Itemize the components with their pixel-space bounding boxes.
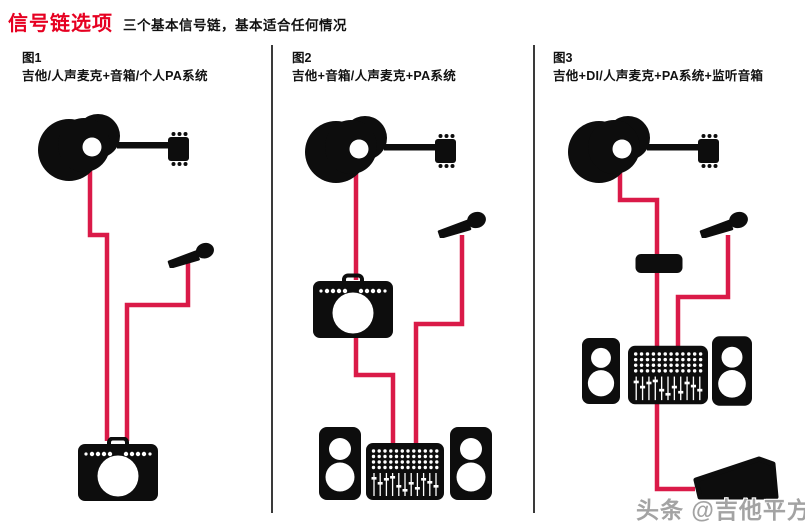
combo-amp-icon xyxy=(78,437,158,501)
panel-1-caption: 吉他/人声麦克+音箱/个人PA系统 xyxy=(22,69,208,83)
panel-2-caption: 吉他+音箱/人声麦克+PA系统 xyxy=(292,69,457,83)
page-header: 信号链选项三个基本信号链，基本适合任何情况 xyxy=(8,7,347,36)
di-box-icon xyxy=(635,254,683,273)
panel-3-label: 图3 xyxy=(553,51,573,65)
cable-mic-to-amp xyxy=(124,263,191,441)
panel-figure-2: 图2 吉他+音箱/人声麦克+PA系统 xyxy=(272,45,533,531)
panel-2-label: 图2 xyxy=(292,51,312,65)
signal-chain-diagram-1 xyxy=(38,114,215,501)
panel-figure-1: 图1 吉他/人声麦克+音箱/个人PA系统 xyxy=(0,45,271,531)
panel-3-caption: 吉他+DI/人声麦克+PA系统+监听音箱 xyxy=(553,69,764,83)
mixer-icon xyxy=(366,443,444,500)
cable-mixer-to-monitor xyxy=(654,403,695,492)
panel-2-head: 图2 吉他+音箱/人声麦克+PA系统 xyxy=(292,50,456,85)
cable-amp-to-mixer xyxy=(353,335,396,447)
acoustic-guitar-icon xyxy=(305,116,456,183)
panel-divider-2 xyxy=(533,45,535,513)
acoustic-guitar-icon xyxy=(568,116,719,183)
cable-guitar-to-amp xyxy=(87,170,110,441)
pa-speaker-left-icon xyxy=(582,337,620,405)
pa-speaker-right-icon xyxy=(450,427,492,500)
vocal-mic-icon xyxy=(437,210,487,238)
panel-1-label: 图1 xyxy=(22,51,42,65)
acoustic-guitar-icon xyxy=(38,114,189,181)
page-subtitle: 三个基本信号链，基本适合任何情况 xyxy=(123,18,347,33)
panel-1-head: 图1 吉他/人声麦克+音箱/个人PA系统 xyxy=(22,50,208,85)
combo-amp-icon xyxy=(313,276,393,339)
vocal-mic-icon xyxy=(699,210,749,238)
signal-chain-diagram-2 xyxy=(305,116,492,500)
page-title: 信号链选项 xyxy=(8,13,113,35)
panel-figure-3: 图3 吉他+DI/人声麦克+PA系统+监听音箱 xyxy=(534,45,805,531)
cable-guitar-to-di xyxy=(617,170,660,260)
cable-mic-to-mixer xyxy=(675,235,731,350)
vocal-mic-icon xyxy=(167,241,215,268)
signal-chain-diagram-3 xyxy=(568,116,805,531)
pa-speaker-left-icon xyxy=(319,427,361,500)
panel-divider-1 xyxy=(271,45,273,513)
watermark: 头条 @吉他平方 xyxy=(636,497,805,523)
cable-mic-to-mixer xyxy=(413,235,465,447)
panel-3-head: 图3 吉他+DI/人声麦克+PA系统+监听音箱 xyxy=(553,50,763,85)
mixer-icon xyxy=(628,345,708,405)
pa-speaker-right-icon xyxy=(712,336,752,406)
